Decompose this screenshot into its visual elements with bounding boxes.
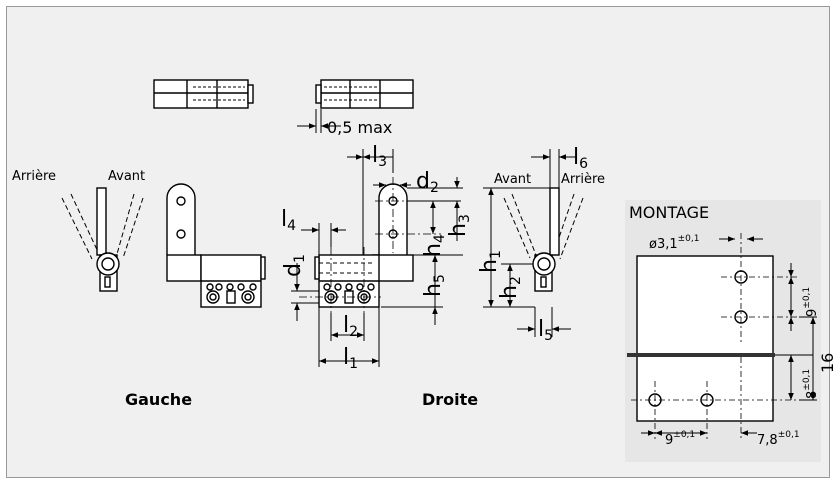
- drawing-frame: 0,5 max Arrière Avant Avant Arrière Gauc…: [6, 6, 837, 478]
- caption-left: Gauche: [125, 390, 193, 409]
- montage-pitch-h: 9±0,1: [665, 430, 696, 448]
- dim-d1: d1: [281, 254, 308, 277]
- side-view-right: [503, 187, 584, 292]
- side-view-left: [61, 187, 144, 292]
- dim-l1: l1: [343, 345, 359, 372]
- technical-drawing: [61, 79, 817, 441]
- montage-total-v: 16: [818, 352, 837, 373]
- dim-l2: l2: [343, 313, 359, 340]
- rear-label-left: Arrière: [12, 169, 57, 184]
- rear-label-right: Arrière: [561, 172, 606, 187]
- montage-hole-dia: ø3,1±0,1: [649, 234, 700, 252]
- top-view-right: [297, 79, 414, 133]
- front-label-left: Avant: [108, 169, 146, 184]
- montage-title: MONTAGE: [629, 203, 710, 222]
- dim-h5: h5: [421, 274, 448, 297]
- dim-h4: h4: [421, 234, 448, 257]
- dim-h1: h1: [477, 250, 504, 273]
- dim-l6: l6: [573, 145, 589, 172]
- montage-offset-h: 7,8±0,1: [757, 430, 800, 448]
- dim-h2: h2: [497, 276, 524, 299]
- dim-d2: d2: [416, 169, 439, 196]
- max-play-label: 0,5 max: [327, 118, 393, 137]
- dimension-lines-side: [483, 149, 577, 337]
- front-view-left: [166, 183, 266, 308]
- top-view-left: [153, 79, 254, 109]
- dim-l5: l5: [538, 317, 554, 344]
- montage-drawing: [627, 233, 801, 441]
- montage-pitch-v: 9±0,1: [802, 286, 820, 317]
- dim-h3: h3: [446, 214, 473, 237]
- front-view-right: [299, 177, 441, 313]
- dimension-lines: [291, 149, 463, 367]
- caption-right: Droite: [422, 390, 479, 409]
- front-label-right: Avant: [494, 172, 532, 187]
- dim-l4: l4: [281, 207, 297, 234]
- montage-dimension-lines: [641, 236, 817, 436]
- montage-offset-v: 8±0,1: [802, 368, 820, 399]
- dim-l3: l3: [372, 143, 388, 170]
